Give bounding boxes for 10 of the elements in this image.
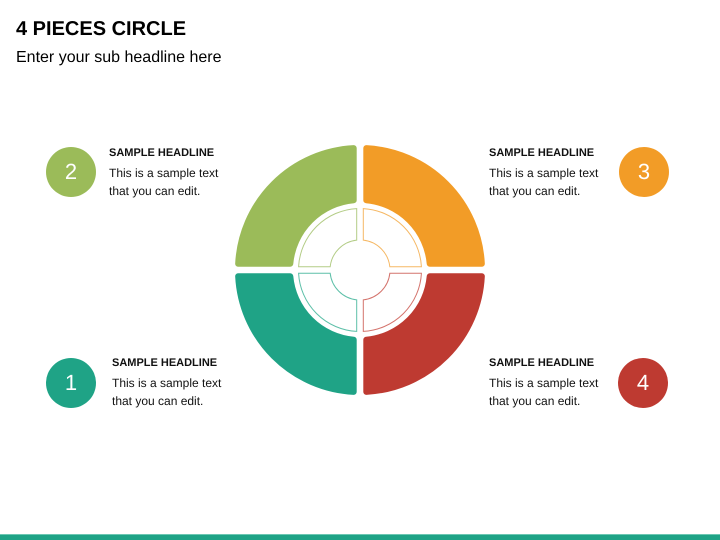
headline: SAMPLE HEADLINE (112, 356, 218, 370)
subtitle: Enter your sub headline here (16, 48, 222, 68)
body-text: This is a sample text that you can edit. (489, 375, 600, 410)
body-text: This is a sample text that you can edit. (109, 165, 220, 200)
body-text: This is a sample text that you can edit. (112, 375, 222, 410)
headline: SAMPLE HEADLINE (489, 146, 594, 160)
headline: SAMPLE HEADLINE (489, 356, 594, 370)
body-text: This is a sample text that you can edit. (489, 165, 600, 200)
title: 4 PIECES CIRCLE (16, 17, 186, 41)
headline: SAMPLE HEADLINE (109, 146, 214, 160)
